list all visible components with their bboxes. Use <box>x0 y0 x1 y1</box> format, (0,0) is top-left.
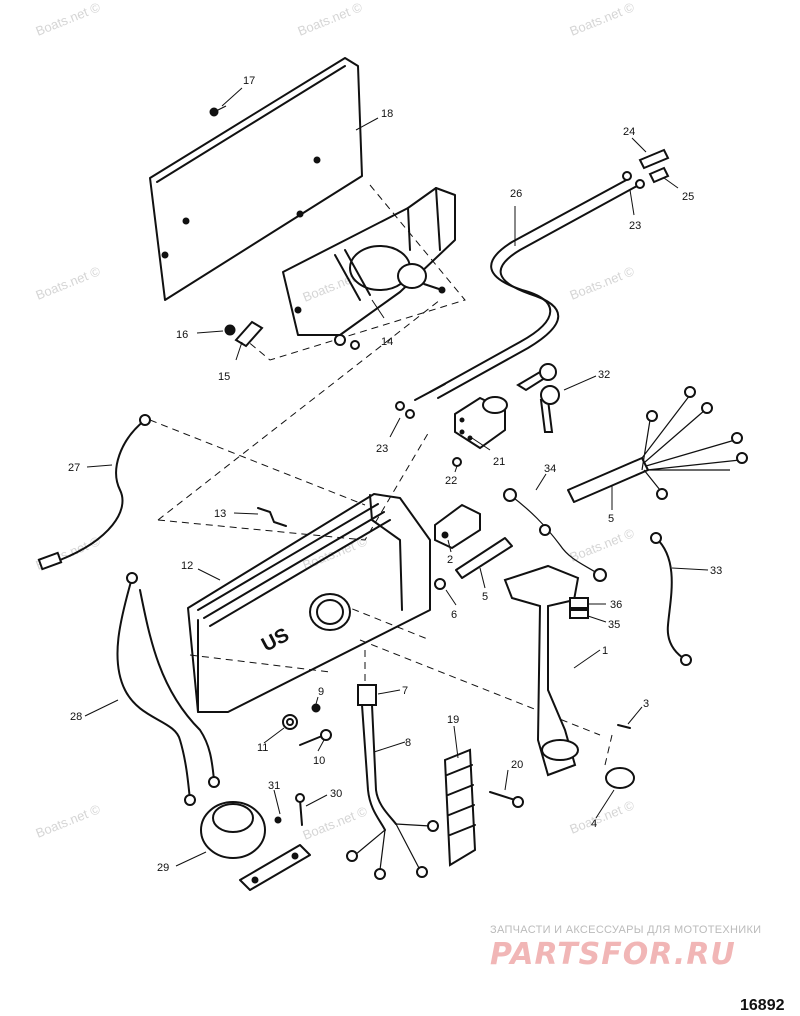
watermark: Boats.net © <box>301 803 370 843</box>
callout-20: 20 <box>511 759 523 771</box>
watermark: Boats.net © <box>296 0 365 39</box>
brand-name: PARTSFOR.RU <box>490 937 736 972</box>
callout-2: 2 <box>447 554 453 566</box>
watermark: Boats.net © <box>568 0 637 39</box>
part-13-clip <box>257 507 287 527</box>
callout-5: 5 <box>482 591 488 603</box>
part-25-fitting <box>648 166 670 184</box>
callout-4: 4 <box>591 818 597 830</box>
part-5-tube-lower <box>455 537 513 579</box>
part-22-nut <box>452 457 462 467</box>
part-4-knob <box>605 767 635 789</box>
callout-9: 9 <box>318 686 324 698</box>
callout-17: 17 <box>243 75 255 87</box>
callout-23: 23 <box>376 443 388 455</box>
callout-10: 10 <box>313 755 325 767</box>
callout-22: 22 <box>445 475 457 487</box>
leader-lines <box>84 87 709 867</box>
brand-caption: ЗАПЧАСТИ И АКСЕССУАРЫ ДЛЯ МОТОТЕХНИКИ <box>490 924 761 936</box>
part-7-grommet <box>357 684 377 706</box>
callout-35: 35 <box>608 619 620 631</box>
callout-29: 29 <box>157 862 169 874</box>
part-18-panel <box>149 57 363 301</box>
part-9-screw <box>311 703 321 713</box>
housing-logo: US <box>258 624 293 656</box>
callout-18: 18 <box>381 108 393 120</box>
part-24-fitting <box>638 148 670 170</box>
part-5-harness <box>567 386 748 503</box>
callout-14: 14 <box>381 336 393 348</box>
part-23-clip-top <box>622 171 645 189</box>
callout-13: 13 <box>214 508 226 520</box>
callout-21: 21 <box>493 456 505 468</box>
callout-24: 24 <box>623 126 635 138</box>
part-3-pin <box>617 724 631 729</box>
brand-block: ЗАПЧАСТИ И АКСЕССУАРЫ ДЛЯ МОТОТЕХНИКИ PA… <box>490 924 761 972</box>
watermark: Boats.net © <box>34 263 103 303</box>
callout-36: 36 <box>610 599 622 611</box>
part-34-lanyard <box>503 488 607 582</box>
watermark: Boats.net © <box>568 263 637 303</box>
part-29-horn <box>200 801 311 891</box>
callout-labels: 1 2 3 4 5 5 6 7 8 9 10 11 12 13 14 15 16… <box>68 75 722 874</box>
part-19-terminal-block <box>443 748 477 867</box>
part-20-bolt <box>489 791 524 808</box>
part-27-wire <box>37 414 151 571</box>
watermark: Boats.net © <box>568 525 637 565</box>
callout-34: 34 <box>544 463 556 475</box>
callout-26: 26 <box>510 188 522 200</box>
callout-28: 28 <box>70 711 82 723</box>
part-16-nut <box>224 324 236 336</box>
callout-16: 16 <box>176 329 188 341</box>
watermark: Boats.net © <box>34 0 103 39</box>
part-10-bolt <box>299 729 332 746</box>
callout-3: 3 <box>643 698 649 710</box>
part-21-ignition-switch <box>454 396 508 450</box>
part-6-washer <box>434 578 446 590</box>
callout-33: 33 <box>710 565 722 577</box>
part-26-cables <box>414 177 638 401</box>
callout-15: 15 <box>218 371 230 383</box>
part-17-screw <box>209 105 227 117</box>
callout-25: 25 <box>682 191 694 203</box>
callout-23: 23 <box>629 220 641 232</box>
part-8-harness <box>346 704 439 880</box>
part-36-button <box>569 597 589 609</box>
watermark: Boats.net © <box>568 797 637 837</box>
part-1-control-handle <box>503 564 580 777</box>
callout-27: 27 <box>68 462 80 474</box>
part-30-screw <box>295 793 305 826</box>
callout-7: 7 <box>402 685 408 697</box>
callout-32: 32 <box>598 369 610 381</box>
part-23-clip-mid <box>395 401 415 419</box>
callout-30: 30 <box>330 788 342 800</box>
callout-12: 12 <box>181 560 193 572</box>
part-14-control-mechanism <box>282 187 456 350</box>
figure-number: 16892 <box>740 997 785 1014</box>
callout-5: 5 <box>608 513 614 525</box>
part-15-pin <box>234 320 264 348</box>
part-28-wire <box>116 572 220 806</box>
part-11-washer <box>282 714 298 730</box>
callout-19: 19 <box>447 714 459 726</box>
callout-8: 8 <box>405 737 411 749</box>
part-32-keys <box>516 363 560 433</box>
watermark: Boats.net © <box>34 801 103 841</box>
callout-1: 1 <box>602 645 608 657</box>
part-35-insert <box>569 609 589 619</box>
part-2-stop-switch <box>434 503 481 550</box>
part-33-wire <box>650 532 692 666</box>
part-31-nut <box>274 816 282 824</box>
callout-11: 11 <box>257 742 268 754</box>
callout-31: 31 <box>268 780 280 792</box>
callout-6: 6 <box>451 609 457 621</box>
